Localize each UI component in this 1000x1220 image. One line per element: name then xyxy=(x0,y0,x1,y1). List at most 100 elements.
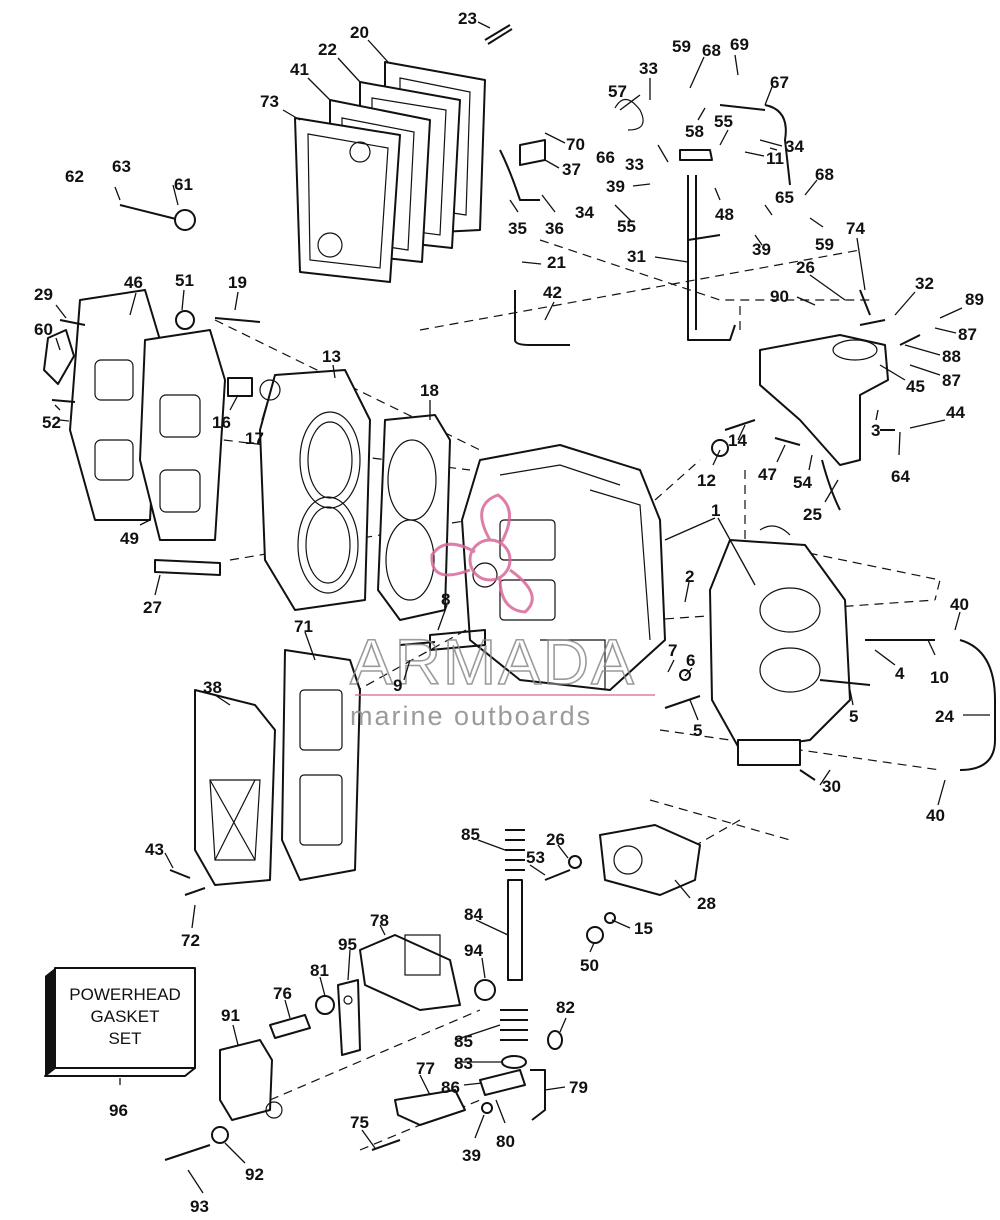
callout-85: 85 xyxy=(454,1032,473,1051)
callout-62: 62 xyxy=(65,167,84,186)
callout-85: 85 xyxy=(461,825,480,844)
callout-44: 44 xyxy=(946,403,965,422)
callout-51: 51 xyxy=(175,271,194,290)
callout-46: 46 xyxy=(124,273,143,292)
watermark: ARMADA marine outboards xyxy=(349,493,655,731)
callout-68: 68 xyxy=(702,41,721,60)
callout-74: 74 xyxy=(846,219,865,238)
callout-15: 15 xyxy=(634,919,653,938)
callout-40: 40 xyxy=(926,806,945,825)
head-gasket xyxy=(377,414,451,621)
callout-11: 11 xyxy=(766,149,784,168)
plunger-assembly xyxy=(500,829,528,1069)
callout-6: 6 xyxy=(686,651,695,670)
callout-89: 89 xyxy=(965,290,984,309)
watermark-brand: ARMADA xyxy=(350,626,636,698)
callout-7: 7 xyxy=(668,641,677,660)
callout-42: 42 xyxy=(543,283,562,302)
watermark-tagline: marine outboards xyxy=(350,701,592,731)
wire-25 xyxy=(821,459,841,511)
callout-25: 25 xyxy=(803,505,822,524)
callout-60: 60 xyxy=(34,320,53,339)
callout-26: 26 xyxy=(546,830,565,849)
callout-20: 20 xyxy=(350,23,369,42)
callout-63: 63 xyxy=(112,157,131,176)
callout-16: 16 xyxy=(212,413,231,432)
callout-21: 21 xyxy=(547,253,566,272)
callout-5: 5 xyxy=(693,721,702,740)
callout-33: 33 xyxy=(625,155,644,174)
callout-39: 39 xyxy=(606,177,625,196)
gasket-box-line3: SET xyxy=(108,1029,141,1048)
callout-55: 55 xyxy=(617,217,636,236)
callout-14: 14 xyxy=(728,431,747,450)
callout-69: 69 xyxy=(730,35,749,54)
callout-83: 83 xyxy=(454,1054,473,1073)
callout-67: 67 xyxy=(770,73,789,92)
callout-36: 36 xyxy=(545,219,564,238)
callout-61: 61 xyxy=(174,175,193,194)
crankcase-cover xyxy=(709,525,851,766)
callout-86: 86 xyxy=(441,1078,460,1097)
callout-28: 28 xyxy=(697,894,716,913)
callout-81: 81 xyxy=(310,961,329,980)
callout-1: 1 xyxy=(711,501,720,520)
bracket-78 xyxy=(337,934,461,1056)
linkage-and-support xyxy=(499,98,889,466)
callout-58: 58 xyxy=(685,122,704,141)
callout-18: 18 xyxy=(420,381,439,400)
callout-54: 54 xyxy=(793,473,812,492)
callout-37: 37 xyxy=(562,160,581,179)
callout-87: 87 xyxy=(958,325,977,344)
callout-30: 30 xyxy=(822,777,841,796)
callout-39: 39 xyxy=(462,1146,481,1165)
callout-10: 10 xyxy=(930,668,949,687)
callout-50: 50 xyxy=(580,956,599,975)
callout-90: 90 xyxy=(770,287,789,306)
callout-59: 59 xyxy=(815,235,834,254)
callout-26: 26 xyxy=(796,258,815,277)
callout-96: 96 xyxy=(109,1101,128,1120)
callout-77: 77 xyxy=(416,1059,435,1078)
callout-93: 93 xyxy=(190,1197,209,1216)
callout-2: 2 xyxy=(685,567,694,586)
hose-24 xyxy=(959,639,996,771)
callout-35: 35 xyxy=(508,219,527,238)
callout-8: 8 xyxy=(441,590,450,609)
callout-48: 48 xyxy=(715,205,734,224)
throttle-plate-28 xyxy=(599,824,701,896)
callout-82: 82 xyxy=(556,998,575,1017)
gasket-box-line2: GASKET xyxy=(91,1007,160,1026)
linkage-arm-77 xyxy=(394,1069,546,1126)
callout-3: 3 xyxy=(871,421,880,440)
callout-4: 4 xyxy=(895,664,905,683)
module-91 xyxy=(219,1039,283,1121)
callout-23: 23 xyxy=(458,9,477,28)
leader-lines xyxy=(54,21,990,1194)
callout-64: 64 xyxy=(891,467,910,486)
callout-17: 17 xyxy=(245,429,264,448)
exhaust-cover-assembly xyxy=(294,61,486,283)
callout-45: 45 xyxy=(906,377,925,396)
callout-55: 55 xyxy=(714,112,733,131)
watermark-logo-icon xyxy=(430,493,534,614)
gasket-box-line1: POWERHEAD xyxy=(69,985,180,1004)
callout-38: 38 xyxy=(203,678,222,697)
callout-80: 80 xyxy=(496,1132,515,1151)
cylinder-block xyxy=(461,444,666,691)
callout-22: 22 xyxy=(318,40,337,59)
callout-94: 94 xyxy=(464,941,483,960)
callout-39: 39 xyxy=(752,240,771,259)
callout-92: 92 xyxy=(245,1165,264,1184)
callout-87: 87 xyxy=(942,371,961,390)
callout-72: 72 xyxy=(181,931,200,950)
callout-68: 68 xyxy=(815,165,834,184)
callout-24: 24 xyxy=(935,707,954,726)
callout-34: 34 xyxy=(575,203,594,222)
callout-numbers: 23 20 22 41 73 59 68 69 33 57 67 70 58 5… xyxy=(34,9,984,1216)
callout-43: 43 xyxy=(145,840,164,859)
callout-40: 40 xyxy=(950,595,969,614)
hose-42 xyxy=(514,290,570,346)
callout-91: 91 xyxy=(221,1006,240,1025)
